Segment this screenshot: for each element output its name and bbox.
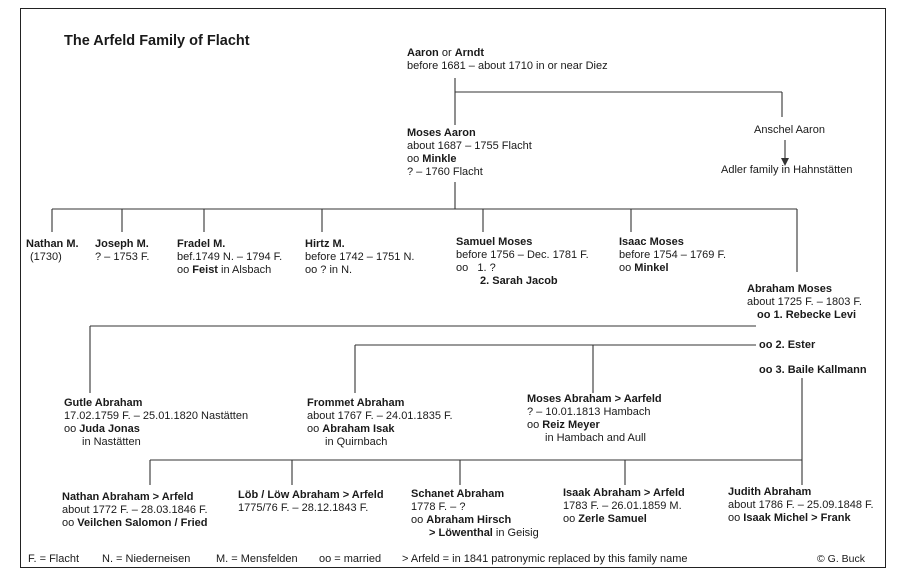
node-moses-aaron: Moses Aaron about 1687 – 1755 Flacht oo …	[407, 127, 532, 178]
node-joseph-m: Joseph M. ? – 1753 F.	[95, 238, 150, 263]
node-nathan-abraham: Nathan Abraham > Arfeld about 1772 F. – …	[62, 491, 208, 529]
legend-arfeld-note: > Arfeld = in 1841 patronymic replaced b…	[402, 553, 688, 565]
node-judith-abraham: Judith Abraham about 1786 F. – 25.09.184…	[728, 486, 874, 524]
node-gutle-abraham: Gutle Abraham 17.02.1759 F. – 25.01.1820…	[64, 397, 249, 448]
diagram-frame	[20, 8, 886, 568]
legend-married: oo = married	[319, 553, 382, 565]
node-moses-abraham: Moses Abraham > Aarfeld ? – 10.01.1813 H…	[527, 393, 662, 444]
node-loeb-abraham: Löb / Löw Abraham > Arfeld 1775/76 F. – …	[238, 489, 384, 514]
node-hirtz-m: Hirtz M. before 1742 – 1751 N. oo ? in N…	[305, 238, 415, 276]
diagram-title: The Arfeld Family of Flacht	[64, 33, 250, 49]
node-frommet-abraham: Frommet Abraham about 1767 F. – 24.01.18…	[307, 397, 453, 448]
arrow-head	[781, 158, 789, 166]
node-fradel-m: Fradel M. bef.1749 N. – 1794 F. oo Feist…	[177, 238, 283, 276]
node-samuel-moses: Samuel Moses before 1756 – Dec. 1781 F. …	[456, 236, 589, 287]
legend-mensfelden: M. = Mensfelden	[216, 553, 298, 565]
credit: © G. Buck	[817, 553, 865, 565]
node-adler-family: Adler family in Hahnstätten	[721, 164, 853, 176]
node-marriage-2: oo 2. Ester	[759, 339, 816, 351]
node-anschel-aaron: Anschel Aaron	[754, 124, 825, 136]
legend-niederneisen: N. = Niederneisen	[102, 553, 191, 565]
node-schanet-abraham: Schanet Abraham 1778 F. – ? oo Abraham H…	[411, 488, 539, 539]
node-isaak-abraham: Isaak Abraham > Arfeld 1783 F. – 26.01.1…	[563, 487, 685, 525]
node-marriage-3: oo 3. Baile Kallmann	[759, 364, 867, 376]
node-aaron: Aaron or Arndt before 1681 – about 1710 …	[407, 47, 608, 72]
node-abraham-moses: Abraham Moses about 1725 F. – 1803 F. oo…	[747, 283, 862, 321]
legend-flacht: F. = Flacht	[28, 553, 80, 565]
node-isaac-moses: Isaac Moses before 1754 – 1769 F. oo Min…	[619, 236, 727, 274]
node-nathan-m: Nathan M. (1730)	[26, 238, 79, 263]
